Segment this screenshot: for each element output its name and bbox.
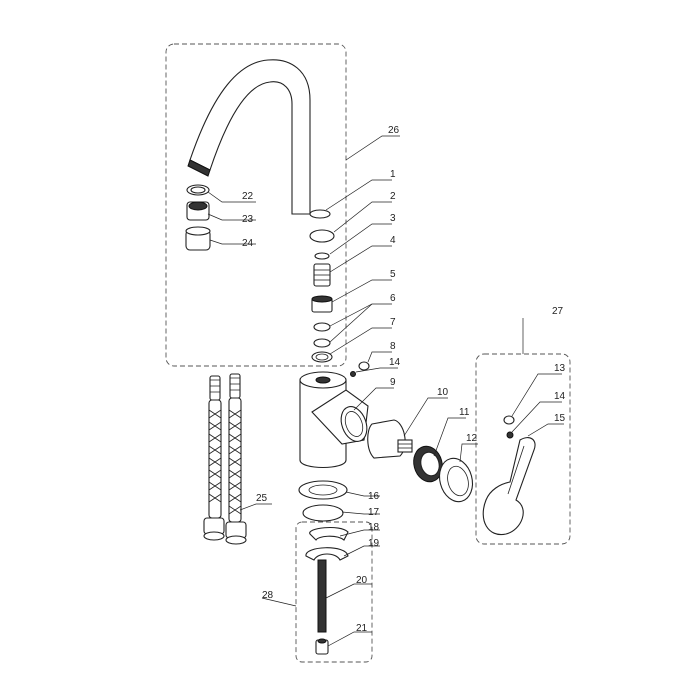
callout-14b: 14 — [554, 391, 566, 402]
washer-6b-part — [313, 338, 331, 348]
callout-22: 22 — [242, 191, 254, 202]
callout-28: 28 — [262, 590, 274, 601]
horseshoe-plate-part — [305, 547, 349, 561]
cover-nut-part — [438, 457, 474, 503]
cartridge-part — [367, 419, 413, 459]
lock-ring-part — [311, 351, 333, 363]
handle-grub-screw-part — [506, 431, 514, 439]
callout-23: 23 — [242, 214, 254, 225]
o-ring-2-part — [309, 229, 335, 243]
braided-hoses-part — [203, 373, 247, 545]
aerator-insert-part — [186, 201, 210, 221]
callout-4: 4 — [390, 235, 396, 246]
lever-handle-part — [482, 437, 536, 536]
set-screw-8-part — [358, 361, 370, 371]
callout-5: 5 — [390, 269, 396, 280]
washer-6a-part — [313, 322, 331, 332]
callout-8: 8 — [390, 341, 396, 352]
callout-3: 3 — [390, 213, 396, 224]
callout-27: 27 — [552, 306, 564, 317]
callout-6: 6 — [390, 293, 396, 304]
callout-1: 1 — [390, 169, 396, 180]
leader-lines — [207, 135, 564, 647]
callout-7: 7 — [390, 317, 396, 328]
group-box-27-handle — [475, 353, 571, 545]
aerator-ring-part — [186, 184, 210, 196]
threaded-nipple-part — [313, 263, 331, 287]
group-box-28-mounting — [295, 521, 373, 663]
handle-cap-part — [503, 415, 515, 425]
rod-nut-part — [315, 638, 329, 655]
callout-24: 24 — [242, 238, 254, 249]
callout-25: 25 — [256, 493, 268, 504]
callout-11: 11 — [459, 407, 470, 418]
horseshoe-washer-part — [309, 526, 349, 541]
callout-19: 19 — [368, 538, 380, 549]
base-gasket-part — [298, 480, 348, 500]
callout-26: 26 — [388, 125, 400, 136]
group-box-26-spout — [165, 43, 347, 367]
grub-screw-14-part — [350, 371, 356, 377]
callout-13: 13 — [554, 363, 566, 374]
threaded-rod-part — [317, 559, 327, 633]
callout-14a: 14 — [389, 357, 401, 368]
spout-part — [187, 59, 331, 219]
nut-part — [311, 295, 333, 313]
callout-20: 20 — [356, 575, 368, 586]
callout-21: 21 — [356, 623, 368, 634]
callout-18: 18 — [368, 522, 380, 533]
callout-12: 12 — [466, 433, 478, 444]
callout-10: 10 — [437, 387, 449, 398]
callout-2: 2 — [390, 191, 396, 202]
cartridge-ring-part — [413, 445, 443, 483]
callout-15: 15 — [554, 413, 566, 424]
mixer-body-part — [299, 371, 369, 468]
base-o-ring-part — [302, 504, 344, 522]
callout-16: 16 — [368, 491, 380, 502]
o-ring-3-part — [314, 252, 330, 260]
aerator-housing-part — [185, 226, 211, 251]
callout-labels: 26 1 2 3 4 5 6 7 8 14 9 10 11 12 27 13 1… — [242, 125, 566, 634]
callout-9: 9 — [390, 377, 396, 388]
callout-17: 17 — [368, 507, 380, 518]
